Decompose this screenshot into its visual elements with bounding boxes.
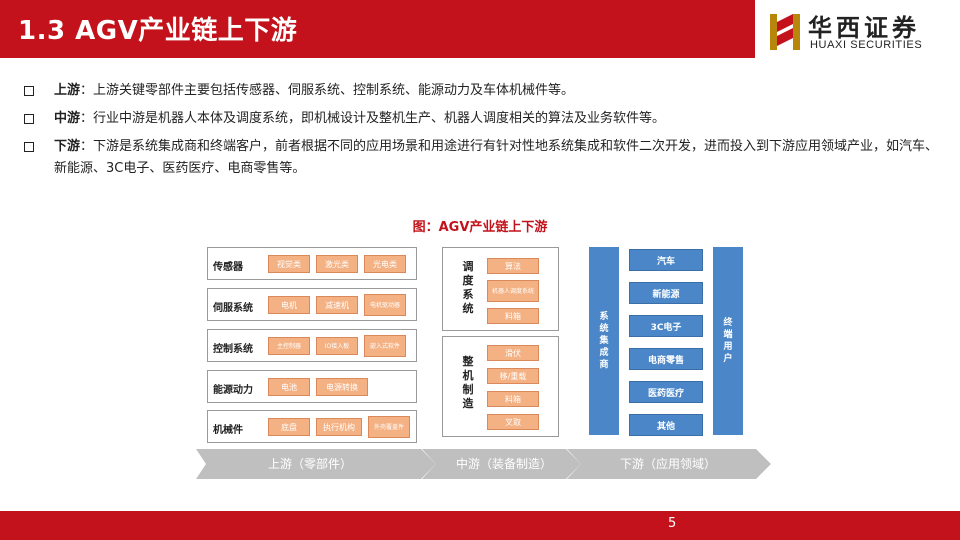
footer-bar: 5 <box>0 511 960 540</box>
component-chip: 机器人调度系统 <box>487 280 539 302</box>
component-chip: 减速机 <box>316 296 358 314</box>
label-char: 度 <box>462 274 474 287</box>
bullet-text: ：行业中游是机器人本体及调度系统，即机械设计及整机生产、机器人调度相关的算法及业… <box>80 111 666 126</box>
field-auto: 汽车 <box>629 249 703 271</box>
midstream-dispatch-box: 调 度 系 统 算法 机器人调度系统 料箱 <box>442 247 559 331</box>
downstream-arrow <box>567 449 771 479</box>
component-chip: 料箱 <box>487 391 539 407</box>
page-number: 5 <box>668 516 677 531</box>
upstream-arrow <box>196 449 436 479</box>
row-label: 伺服系统 <box>213 303 253 314</box>
end-user-vertical-label: 终 端 用 户 <box>723 317 732 365</box>
component-chip: 电池 <box>268 378 310 396</box>
logo-english-name: HUAXI SECURITIES <box>810 39 923 51</box>
midstream-assembly-box: 整 机 制 造 滑伏 移/重载 料箱 叉取 <box>442 336 559 437</box>
end-user-bar: 终 端 用 户 <box>713 247 743 435</box>
field-new-energy: 新能源 <box>629 282 703 304</box>
label-char: 调 <box>462 260 474 273</box>
square-bullet-icon <box>24 86 34 96</box>
square-bullet-icon <box>24 114 34 124</box>
field-other: 其他 <box>629 414 703 436</box>
figure-title: 图：AGV产业链上下游 <box>412 220 548 235</box>
upstream-row-power: 能源动力 电池 电源转换 <box>207 370 417 403</box>
label-char: 终 <box>723 318 733 328</box>
page-title: 1.3 AGV产业链上下游 <box>18 16 298 46</box>
component-chip: 嵌入式软件 <box>364 335 406 357</box>
square-bullet-icon <box>24 142 34 152</box>
row-label: 机械件 <box>213 425 243 436</box>
component-chip: 算法 <box>487 258 539 274</box>
label-char: 集 <box>599 336 609 346</box>
dispatch-vertical-label: 调 度 系 统 <box>461 260 475 316</box>
label-char: 机 <box>462 369 474 382</box>
component-chip: 光电类 <box>364 255 406 273</box>
upstream-row-control: 控制系统 主控制器 IO接入板 嵌入式软件 <box>207 329 417 362</box>
label-char: 用 <box>723 342 733 352</box>
row-label: 控制系统 <box>213 344 253 355</box>
label-char: 整 <box>462 355 474 368</box>
upstream-row-mechanical: 机械件 底盘 执行机构 外壳覆盖件 <box>207 410 417 443</box>
bullet-list: 上游：上游关键零部件主要包括传感器、伺服系统、控制系统、能源动力及车体机械件等。… <box>22 80 942 186</box>
assembly-vertical-label: 整 机 制 造 <box>461 355 475 411</box>
field-medical: 医药医疗 <box>629 381 703 403</box>
stage-label-midstream: 中游（装备制造） <box>456 457 553 471</box>
upstream-row-servo: 伺服系统 电机 减速机 电机驱动器 <box>207 288 417 321</box>
system-integrator-bar: 系 统 集 成 商 <box>589 247 619 435</box>
component-chip: 激光类 <box>316 255 358 273</box>
label-char: 成 <box>599 348 609 358</box>
label-char: 制 <box>462 383 474 396</box>
bullet-upstream: 上游：上游关键零部件主要包括传感器、伺服系统、控制系统、能源动力及车体机械件等。 <box>22 80 942 102</box>
label-char: 系 <box>599 312 609 322</box>
midstream-arrow <box>422 449 581 479</box>
label-char: 商 <box>599 360 609 370</box>
component-chip: 底盘 <box>268 418 310 436</box>
component-chip: 叉取 <box>487 414 539 430</box>
component-chip: 滑伏 <box>487 345 539 361</box>
component-chip: 外壳覆盖件 <box>368 416 410 438</box>
huaxi-logo-icon <box>770 14 800 50</box>
stage-label-downstream: 下游（应用领域） <box>620 457 717 471</box>
bullet-downstream: 下游：下游是系统集成商和终端客户，前者根据不同的应用场景和用途进行有针对性地系统… <box>22 136 942 180</box>
upstream-row-sensor: 传感器 视觉类 激光类 光电类 <box>207 247 417 280</box>
label-char: 端 <box>723 330 733 340</box>
row-label: 能源动力 <box>213 385 253 396</box>
label-char: 造 <box>462 397 474 410</box>
bullet-midstream: 中游：行业中游是机器人本体及调度系统，即机械设计及整机生产、机器人调度相关的算法… <box>22 108 942 130</box>
header-bar: 1.3 AGV产业链上下游 <box>0 0 755 58</box>
component-chip: 电源转换 <box>316 378 368 396</box>
bullet-key: 中游 <box>54 111 81 126</box>
label-char: 户 <box>723 354 733 364</box>
component-chip: 电机驱动器 <box>364 294 406 316</box>
component-chip: 主控制器 <box>268 337 310 355</box>
field-ecommerce: 电商零售 <box>629 348 703 370</box>
label-char: 统 <box>462 302 474 315</box>
component-chip: 移/重载 <box>487 368 539 384</box>
stage-arrows <box>196 449 771 479</box>
label-char: 统 <box>599 324 609 334</box>
component-chip: 视觉类 <box>268 255 310 273</box>
stage-label-upstream: 上游（零部件） <box>268 457 353 471</box>
field-3c: 3C电子 <box>629 315 703 337</box>
component-chip: IO接入板 <box>316 337 358 355</box>
bullet-text: ：下游是系统集成商和终端客户，前者根据不同的应用场景和用途进行有针对性地系统集成… <box>54 139 939 176</box>
component-chip: 料箱 <box>487 308 539 324</box>
bullet-key: 上游 <box>54 83 81 98</box>
logo-chinese-name: 华西证券 <box>808 13 920 42</box>
bullet-text: ：上游关键零部件主要包括传感器、伺服系统、控制系统、能源动力及车体机械件等。 <box>80 83 575 98</box>
row-label: 传感器 <box>213 262 243 273</box>
bullet-key: 下游 <box>54 139 81 154</box>
integrator-vertical-label: 系 统 集 成 商 <box>599 311 608 371</box>
component-chip: 执行机构 <box>316 418 362 436</box>
label-char: 系 <box>462 288 474 301</box>
company-logo: 华西证券 HUAXI SECURITIES <box>768 8 948 56</box>
component-chip: 电机 <box>268 296 310 314</box>
